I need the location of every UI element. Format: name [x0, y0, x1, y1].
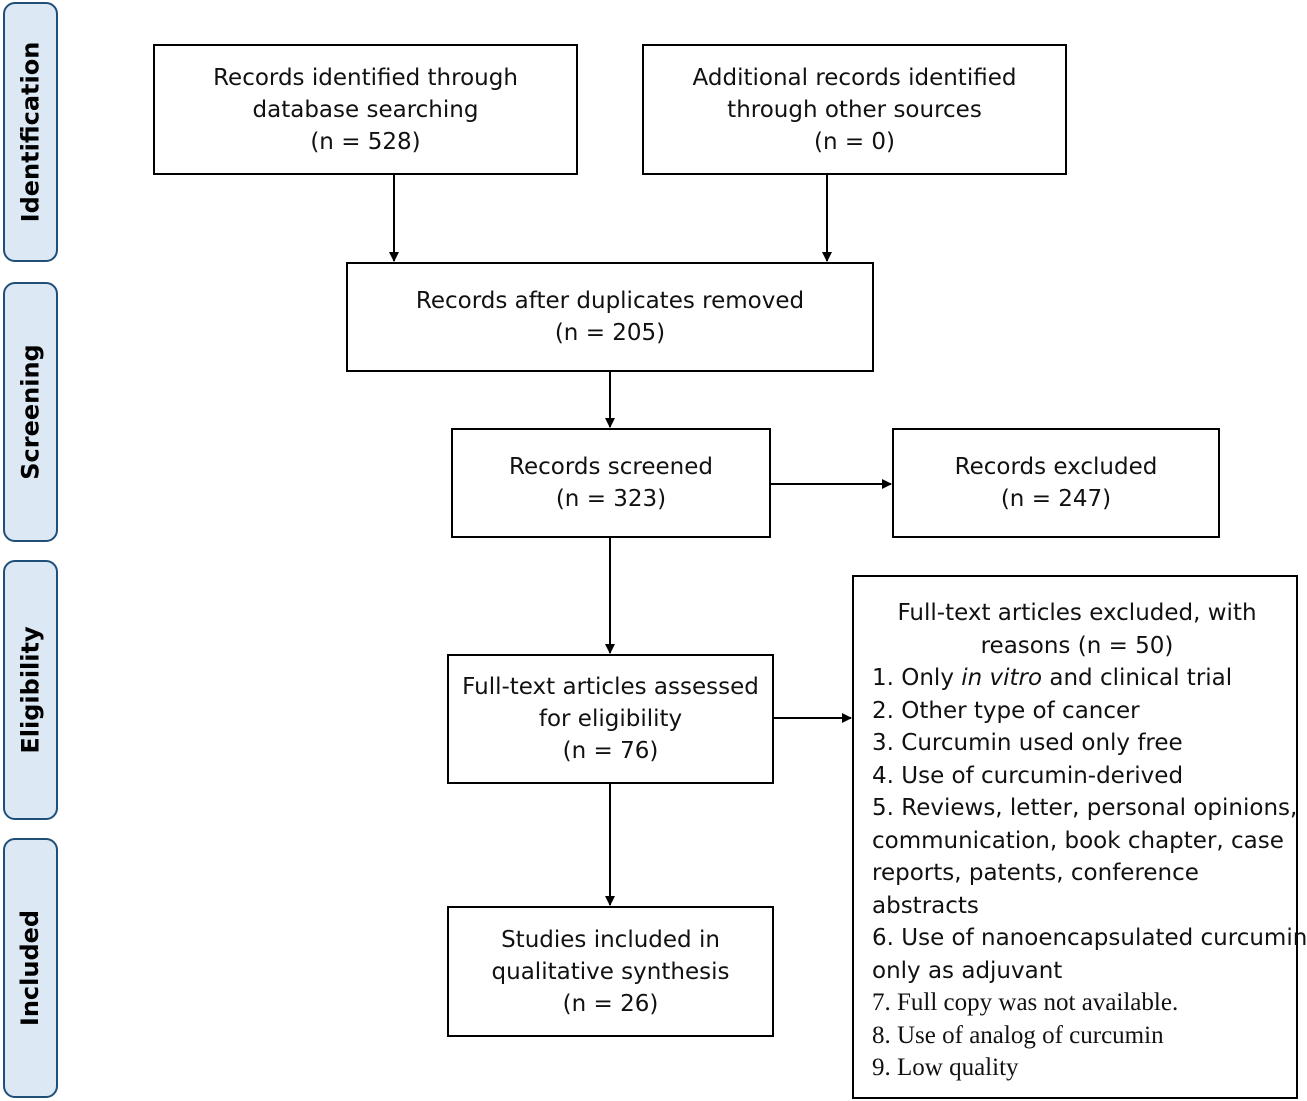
- after-duplicates-line1: Records after duplicates removed: [415, 288, 805, 314]
- fulltext-excluded-box: Full-text articles excluded, with reason…: [852, 575, 1307, 1099]
- fulltext-assessed-line2: for eligibility: [538, 706, 683, 732]
- after-duplicates-count: (n = 205): [554, 320, 666, 346]
- database-records-line1: Records identified through: [213, 64, 518, 91]
- reason-2: 2. Other type of cancer: [872, 697, 1140, 724]
- reason-3: 3. Curcumin used only free: [872, 730, 1183, 756]
- studies-included-line1: Studies included in: [501, 926, 720, 953]
- studies-included-box: Studies included in qualitative synthesi…: [447, 906, 774, 1037]
- reason-1-prefix: 1. Only: [872, 665, 962, 691]
- other-sources-line1: Additional records identified: [692, 64, 1017, 91]
- records-screened-count: (n = 323): [555, 486, 667, 512]
- reason-5-line-2: communication, book chapter, case: [872, 827, 1284, 854]
- reason-1-suffix: and clinical trial: [1042, 665, 1233, 691]
- database-records-count: (n = 528): [310, 128, 421, 155]
- fulltext-assessed-count: (n = 76): [562, 738, 659, 764]
- after-duplicates-box: Records after duplicates removed (n = 20…: [346, 262, 874, 372]
- reason-1-italic: in vitro: [961, 665, 1043, 691]
- reason-5-line-3: reports, patents, conference: [872, 860, 1199, 886]
- reason-5-line-4: abstracts: [872, 892, 979, 919]
- database-records-line2: database searching: [252, 96, 479, 123]
- reason-1: 1. Only in vitro and clinical trial: [872, 662, 1282, 695]
- records-excluded-box: Records excluded (n = 247): [892, 428, 1220, 538]
- fulltext-assessed-line1: Full-text articles assessed: [462, 674, 759, 700]
- reason-6-line-2: only as adjuvant: [872, 957, 1063, 984]
- records-excluded-count: (n = 247): [1000, 486, 1112, 512]
- other-sources-line2: through other sources: [727, 96, 982, 123]
- stage-included: Included: [3, 838, 58, 1098]
- reason-6-line-1: 6. Use of nanoencapsulated curcumin: [872, 925, 1307, 951]
- stage-screening: Screening: [3, 282, 58, 542]
- records-screened-box: Records screened (n = 323): [451, 428, 771, 538]
- records-screened-line1: Records screened: [509, 454, 713, 480]
- stage-eligibility: Eligibility: [3, 560, 58, 820]
- other-sources-count: (n = 0): [813, 128, 896, 155]
- fulltext-assessed-box: Full-text articles assessed for eligibil…: [447, 654, 774, 784]
- other-sources-box: Additional records identified through ot…: [642, 44, 1067, 175]
- reason-4: 4. Use of curcumin-derived: [872, 762, 1184, 789]
- reason-5-line-1: 5. Reviews, letter, personal opinions,: [872, 795, 1298, 821]
- fulltext-excluded-heading-line2: reasons (n = 50): [980, 632, 1174, 659]
- reason-8: 8. Use of analog of curcumin: [872, 1021, 1164, 1049]
- reason-7: 7. Full copy was not available.: [872, 989, 1179, 1016]
- records-excluded-line1: Records excluded: [954, 454, 1158, 480]
- studies-included-line2: qualitative synthesis: [491, 958, 730, 985]
- studies-included-count: (n = 26): [562, 990, 659, 1017]
- reason-9: 9. Low quality: [872, 1054, 1019, 1081]
- stage-identification: Identification: [3, 2, 58, 262]
- fulltext-excluded-heading-line1: Full-text articles excluded, with: [897, 600, 1257, 626]
- database-records-box: Records identified through database sear…: [153, 44, 578, 175]
